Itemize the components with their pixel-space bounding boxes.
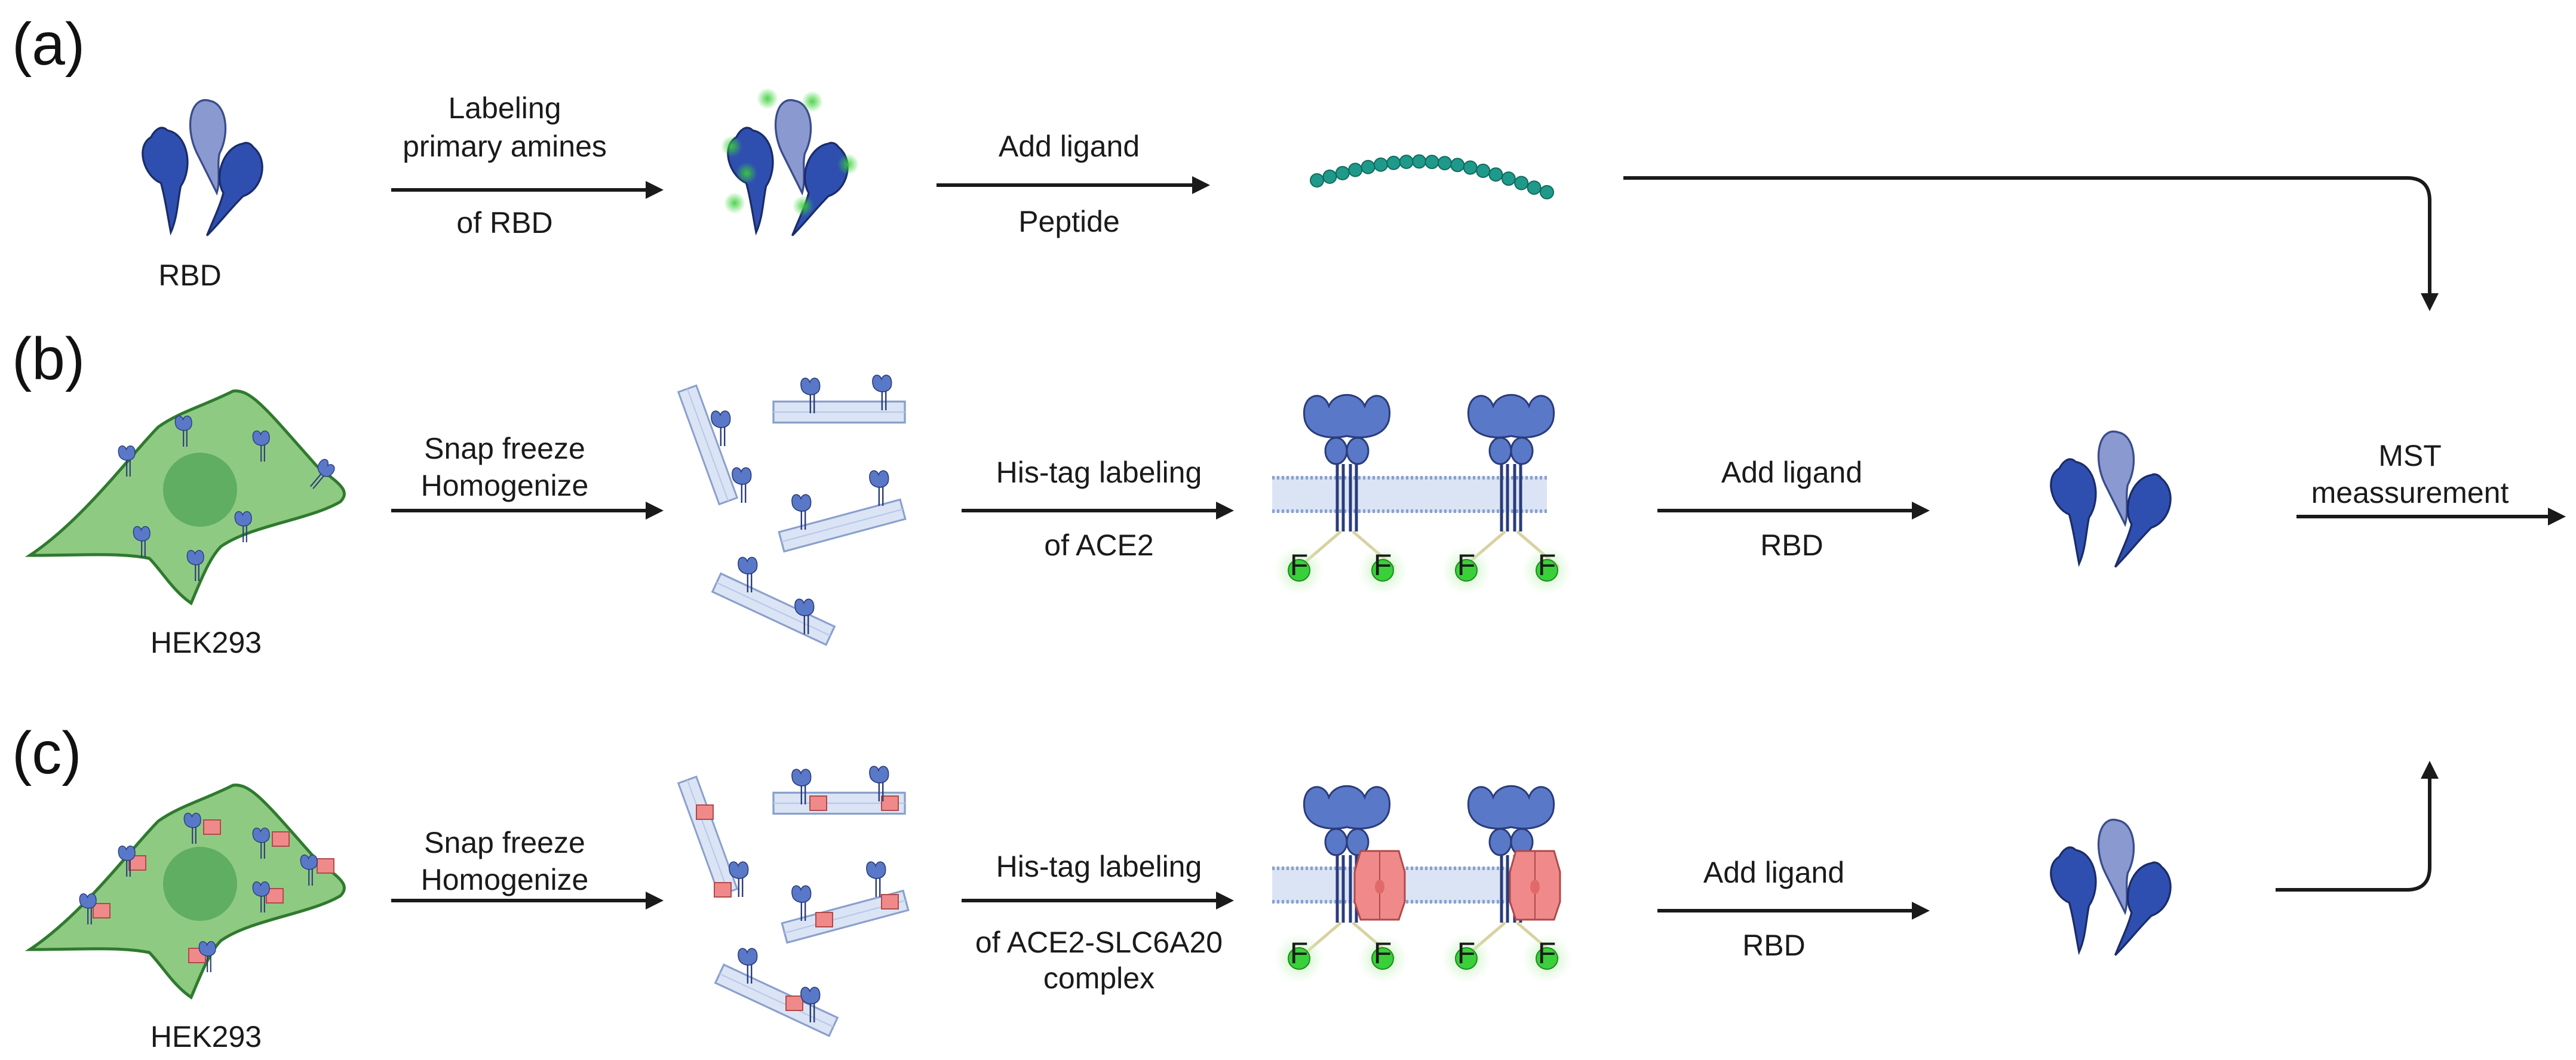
peptide-bead <box>1361 159 1375 174</box>
peptide-bead <box>1527 180 1542 195</box>
labeled-rbd-icon <box>721 88 859 237</box>
hek293-label-c: HEK293 <box>151 1020 262 1053</box>
hek293-cell-c <box>24 784 346 1000</box>
of-ace2-text: of ACE2 <box>1044 529 1153 562</box>
snap-freeze-text-b: Snap freeze <box>424 432 585 465</box>
add-ligand-text-a: Add ligand <box>999 130 1140 163</box>
peptide-bead <box>1424 155 1439 170</box>
ace2-membrane-b: F F F F <box>1272 395 1573 596</box>
fluorophore-letter: F <box>1374 936 1392 970</box>
fluorophore-letter: F <box>1290 936 1309 970</box>
panel-label-c: (c) <box>12 720 82 786</box>
peptide-bead <box>1412 154 1427 169</box>
arrow-to-mst-top <box>1623 176 2439 311</box>
peptide-bead <box>1437 156 1452 171</box>
fluorophore-letter: F <box>1538 936 1556 970</box>
homogenize-text-c: Homogenize <box>421 863 589 896</box>
membrane-fragments-c <box>677 766 910 1037</box>
fluorophore-letter: F <box>1457 548 1476 582</box>
measurement-text: meassurement <box>2311 476 2509 509</box>
peptide-bead <box>1476 164 1491 178</box>
panel-label-b: (b) <box>12 325 85 392</box>
peptide-chain <box>1310 154 1554 199</box>
labeling-text-2: primary amines <box>403 130 607 163</box>
peptide-bead <box>1373 157 1388 172</box>
labeling-text-3: of RBD <box>456 206 552 239</box>
fluorophore-letter: F <box>1290 548 1309 582</box>
peptide-bead <box>1335 165 1350 180</box>
peptide-bead <box>1488 167 1503 182</box>
his-tag-text-c: His-tag labeling <box>996 850 1202 883</box>
add-ligand-text-c: Add ligand <box>1703 856 1844 889</box>
labeling-text-1: Labeling <box>448 91 561 125</box>
homogenize-text-b: Homogenize <box>421 469 589 502</box>
peptide-bead <box>1348 162 1363 177</box>
rbd-text-c: RBD <box>1742 929 1806 962</box>
peptide-bead <box>1399 155 1414 169</box>
peptide-bead <box>1514 176 1529 191</box>
hek293-cell-b <box>24 389 346 606</box>
fluorophore-letter: F <box>1538 548 1556 582</box>
peptide-bead <box>1463 160 1478 175</box>
rbd-text-b: RBD <box>1760 529 1823 562</box>
peptide-bead <box>1450 158 1465 173</box>
his-tag-text-b: His-tag labeling <box>996 456 1202 489</box>
peptide-bead <box>1310 173 1324 188</box>
fluorophore-letter: F <box>1374 548 1392 582</box>
peptide-bead <box>1540 185 1554 199</box>
rbd-label: RBD <box>158 259 222 292</box>
of-ace2-slc-text: of ACE2-SLC6A20 <box>975 926 1223 959</box>
panel-label-a: (a) <box>12 11 85 78</box>
add-ligand-text-b: Add ligand <box>1721 456 1862 489</box>
peptide-bead <box>1322 169 1337 184</box>
peptide-text: Peptide <box>1018 205 1120 238</box>
snap-freeze-text-c: Snap freeze <box>424 826 585 859</box>
fluorophore-letter: F <box>1457 936 1476 970</box>
peptide-bead <box>1386 155 1401 170</box>
mst-text: MST <box>2378 439 2442 472</box>
hek293-label-b: HEK293 <box>151 626 262 659</box>
rbd-ligand-icon-b <box>2050 430 2172 569</box>
arrow-to-mst-bottom <box>2276 761 2439 892</box>
rbd-protein-icon <box>142 99 263 237</box>
complex-text: complex <box>1043 961 1155 995</box>
rbd-ligand-icon-c <box>2050 818 2172 957</box>
peptide-bead <box>1501 171 1516 186</box>
membrane-fragments-b <box>677 374 907 646</box>
ace2-slc-membrane-c: F F F F <box>1272 786 1573 984</box>
